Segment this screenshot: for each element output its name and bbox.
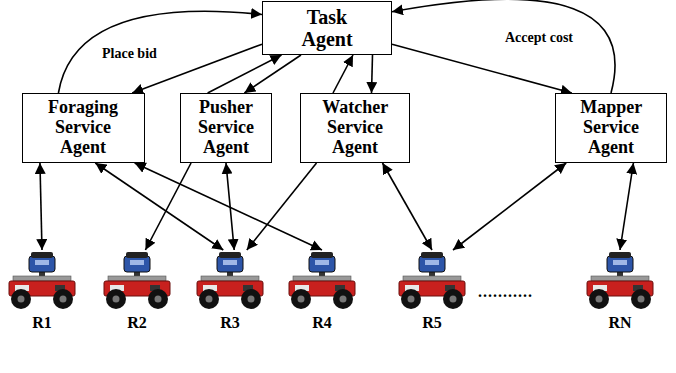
robot-node: R3 <box>188 250 272 332</box>
robot-node: RN <box>578 250 662 332</box>
robot-node: R4 <box>280 250 364 332</box>
robot-label: R2 <box>95 314 179 332</box>
robot-node: R1 <box>0 250 84 332</box>
connector-arrow <box>620 163 633 250</box>
edge-label: Place bid <box>100 46 159 62</box>
robot-image <box>98 250 176 310</box>
service-agent-box: Pusher Service Agent <box>180 93 272 163</box>
robot-node: R5 <box>390 250 474 332</box>
robot-label: R4 <box>280 314 364 332</box>
robot-label: R3 <box>188 314 272 332</box>
robot-label: R1 <box>0 314 84 332</box>
robot-label: RN <box>578 314 662 332</box>
agent-name: Task Agent <box>301 6 352 50</box>
robot-image <box>581 250 659 310</box>
connector-arrow <box>95 163 223 250</box>
agent-name: Watcher Service Agent <box>322 98 388 157</box>
connector-arrow <box>453 163 566 250</box>
connector-arrow <box>226 163 234 250</box>
edge-label: Accept cost <box>503 30 575 46</box>
connector-arrow <box>247 163 317 250</box>
connector-arrow <box>392 0 615 93</box>
task-agent-box: Task Agent <box>262 1 392 55</box>
connector-arrow <box>392 44 572 93</box>
robot-image <box>191 250 269 310</box>
robot-image <box>3 250 81 310</box>
connector-arrow <box>383 163 433 250</box>
agent-name: Mapper Service Agent <box>580 98 642 157</box>
service-agent-box: Foraging Service Agent <box>22 93 145 163</box>
connector-arrow <box>208 55 282 93</box>
service-agent-box: Mapper Service Agent <box>555 93 667 163</box>
ellipsis-label: ........... <box>478 283 533 301</box>
connector-arrow <box>372 55 373 93</box>
connector-arrow <box>333 55 353 93</box>
connector-arrow <box>135 163 322 250</box>
connector-arrow <box>145 163 191 250</box>
connector-arrow <box>244 55 301 93</box>
robot-image <box>393 250 471 310</box>
agent-name: Pusher Service Agent <box>198 98 254 157</box>
robot-label: R5 <box>390 314 474 332</box>
robot-node: R2 <box>95 250 179 332</box>
agent-name: Foraging Service Agent <box>48 98 118 157</box>
service-agent-box: Watcher Service Agent <box>300 93 410 163</box>
robot-image <box>283 250 361 310</box>
connector-arrow <box>40 163 42 250</box>
